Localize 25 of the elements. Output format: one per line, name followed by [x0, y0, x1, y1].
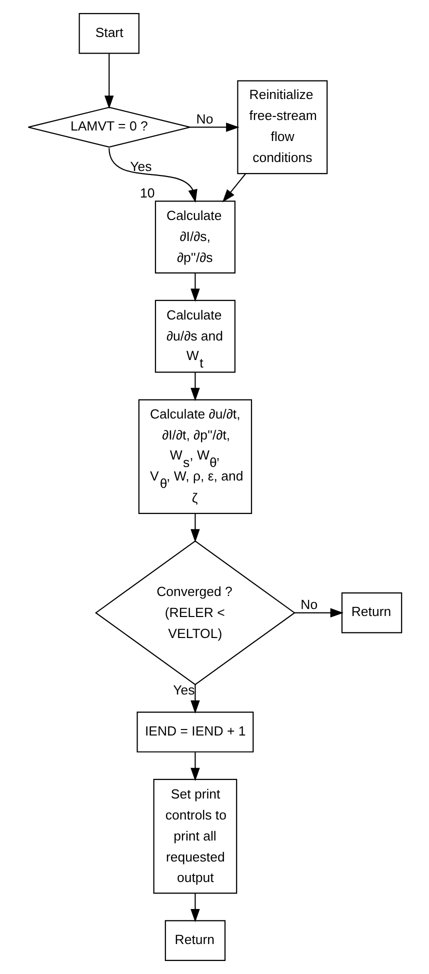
edge-label: Yes: [172, 682, 194, 698]
edge-label: No: [300, 597, 318, 612]
node-box: IEND = IEND + 1: [136, 712, 254, 752]
arrow: [190, 893, 200, 922]
node-box: Reinitialize free-stream flow conditions: [236, 80, 328, 174]
arrow: [222, 173, 246, 202]
edge-label: No: [196, 111, 213, 126]
node-box: Return: [340, 592, 402, 634]
arrow: [190, 273, 200, 302]
arrow: [108, 148, 197, 203]
arrow: [190, 372, 200, 402]
arrow: [190, 514, 200, 542]
arrow: [294, 608, 344, 618]
node-label: 10: [140, 185, 154, 200]
node-box: Return: [164, 920, 226, 962]
arrow: [190, 122, 239, 132]
node-box: Start: [78, 12, 139, 54]
arrow: [190, 684, 200, 714]
arrow: [190, 752, 200, 782]
node-diamond: Converged ? (RELER < VELTOL): [94, 540, 295, 686]
node-box: Set print controls to print all requested output: [152, 778, 237, 894]
edge-label: Yes: [130, 158, 152, 174]
arrow: [104, 54, 114, 109]
node-diamond: LAMVT = 0 ?: [27, 106, 190, 148]
node-box: Calculate ∂I/∂s, ∂p''/∂s: [154, 200, 235, 274]
